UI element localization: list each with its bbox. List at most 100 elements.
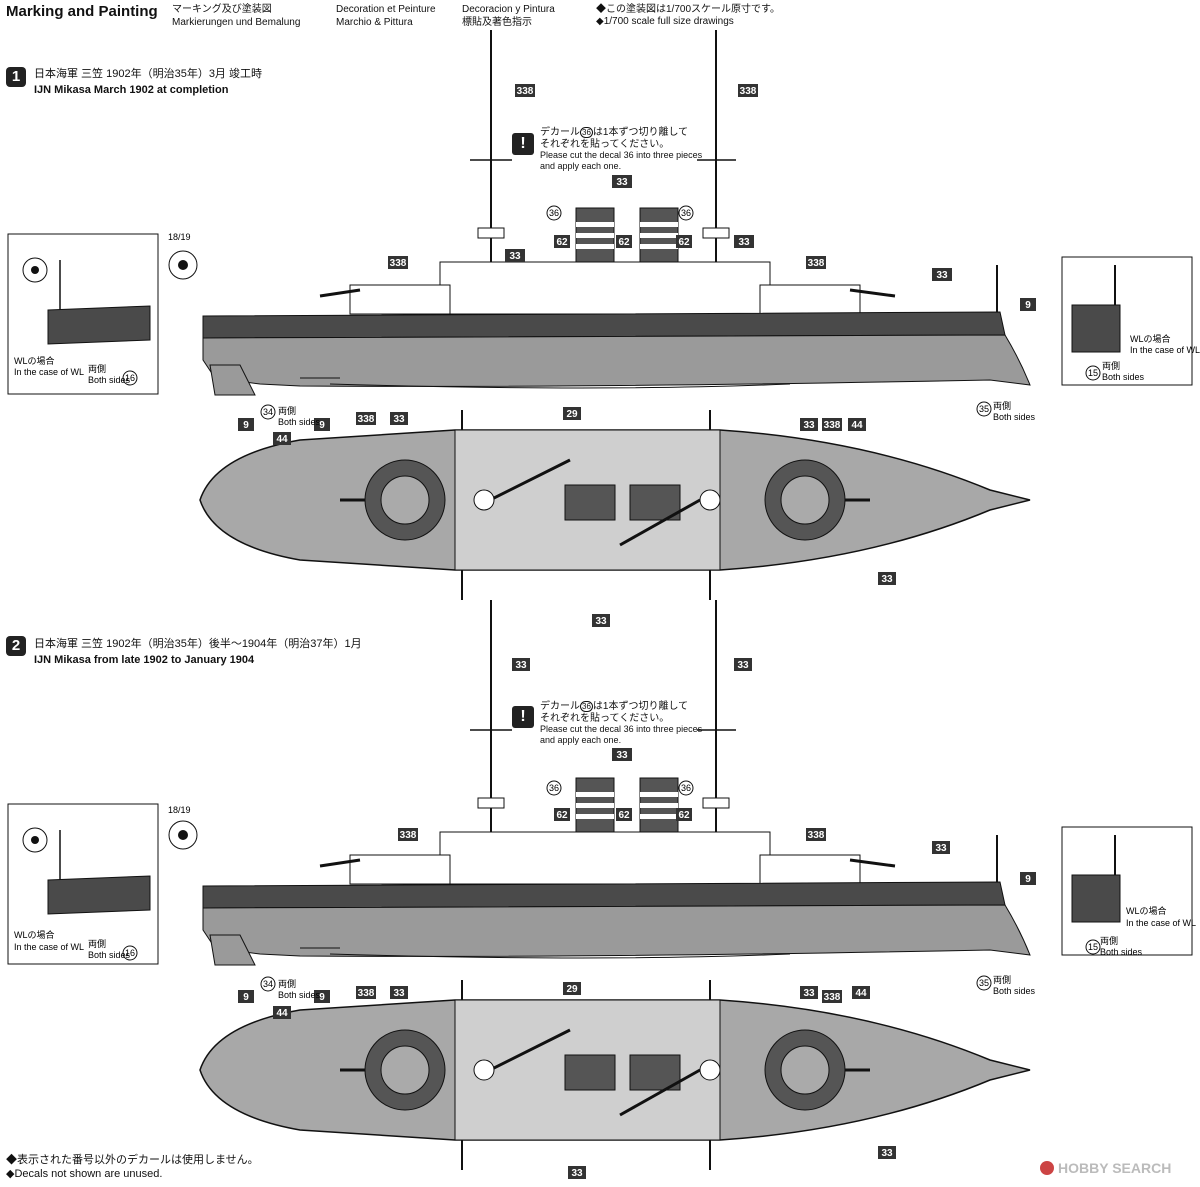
callout-44: 44 xyxy=(851,420,863,431)
svg-text:In the case of WL: In the case of WL xyxy=(14,367,84,377)
decal-note-2-ja2: それぞれを貼ってください。 xyxy=(540,713,670,724)
callout-62: 62 xyxy=(556,237,568,248)
scheme-2-title-ja: 日本海軍 三笠 1902年（明治35年）後半～1904年（明治37年）1月 xyxy=(34,638,362,650)
svg-text:WLの場合: WLの場合 xyxy=(1126,905,1167,916)
callout-33: 33 xyxy=(738,237,750,248)
callout-338: 338 xyxy=(808,258,825,269)
scheme-2-inset-right xyxy=(1061,826,1193,956)
svg-text:18/19: 18/19 xyxy=(168,805,191,815)
svg-text:WLの場合: WLの場合 xyxy=(14,929,55,940)
svg-text:36: 36 xyxy=(681,783,691,793)
scheme-1-side-view xyxy=(201,28,1032,397)
callout-44: 44 xyxy=(855,988,867,999)
svg-text:Both sides: Both sides xyxy=(88,375,131,385)
svg-text:Both sides: Both sides xyxy=(88,950,131,960)
callout-33: 33 xyxy=(509,251,521,262)
callout-62: 62 xyxy=(618,810,630,821)
svg-text:34: 34 xyxy=(263,979,273,989)
decal-note-2-en: Please cut the decal 36 into three piece… xyxy=(540,724,703,734)
svg-text:WLの場合: WLの場合 xyxy=(14,355,55,366)
warning-icon: ! xyxy=(512,706,534,728)
callout-33: 33 xyxy=(616,750,628,761)
svg-text:18/19: 18/19 xyxy=(168,232,191,242)
callout-9: 9 xyxy=(243,420,249,431)
callout-29: 29 xyxy=(566,984,578,995)
decal-note-1-en: Please cut the decal 36 into three piece… xyxy=(540,150,703,160)
svg-text:15: 15 xyxy=(1088,368,1098,378)
svg-text:In the case of WL: In the case of WL xyxy=(14,942,84,952)
svg-text:35: 35 xyxy=(979,404,989,414)
callout-44: 44 xyxy=(276,1008,288,1019)
callout-44: 44 xyxy=(276,434,288,445)
svg-text:35: 35 xyxy=(979,978,989,988)
scheme-1-flag-icon xyxy=(168,250,198,280)
scheme-2-number: 2 xyxy=(6,636,26,656)
callout-33: 33 xyxy=(737,660,749,671)
footer-unused-ja: ◆表示された番号以外のデカールは使用しません。 xyxy=(6,1154,259,1166)
scheme-2-side-view xyxy=(201,598,1032,967)
callout-33: 33 xyxy=(935,843,947,854)
callout-33: 33 xyxy=(803,420,815,431)
callout-62: 62 xyxy=(556,810,568,821)
scheme-1-title-en: IJN Mikasa March 1902 at completion xyxy=(34,84,229,96)
callout-9: 9 xyxy=(1025,874,1031,885)
title-ja: マーキング及び塗装図 xyxy=(172,4,272,15)
callout-338: 338 xyxy=(358,414,375,425)
svg-text:Both sides: Both sides xyxy=(278,417,321,427)
scale-note-en: ◆1/700 scale full size drawings xyxy=(596,16,734,27)
scheme-1-title-ja: 日本海軍 三笠 1902年（明治35年）3月 竣工時 xyxy=(34,68,262,80)
callout-338: 338 xyxy=(517,86,534,97)
svg-text:両側: 両側 xyxy=(88,363,106,374)
callout-33: 33 xyxy=(803,988,815,999)
callout-338: 338 xyxy=(390,258,407,269)
callout-62: 62 xyxy=(678,810,690,821)
decal-note-1-ja2: それぞれを貼ってください。 xyxy=(540,139,670,150)
callout-338: 338 xyxy=(740,86,757,97)
svg-text:両側: 両側 xyxy=(993,400,1011,411)
svg-text:36: 36 xyxy=(549,783,559,793)
svg-text:15: 15 xyxy=(1088,942,1098,952)
svg-text:In the case of WL: In the case of WL xyxy=(1130,345,1200,355)
scheme-1-inset-right xyxy=(1061,256,1193,386)
callout-33: 33 xyxy=(393,414,405,425)
svg-text:34: 34 xyxy=(263,407,273,417)
svg-text:16: 16 xyxy=(125,373,135,383)
scheme-2-flag-icon xyxy=(168,820,198,850)
svg-text:Both sides: Both sides xyxy=(1102,372,1145,382)
callout-9: 9 xyxy=(319,992,325,1003)
svg-text:Both sides: Both sides xyxy=(993,412,1036,422)
title-it: Marchio & Pittura xyxy=(336,17,413,28)
decal-note-1-en2: and apply each one. xyxy=(540,161,622,171)
svg-text:In the case of WL: In the case of WL xyxy=(1126,918,1196,928)
circled-labels: 36 36 36 36 34 34 35 35 16 16 15 15 18/1… xyxy=(14,205,1200,1000)
title-en: Marking and Painting xyxy=(6,3,158,20)
scale-note-ja: ◆この塗装図は1/700スケール原寸です。 xyxy=(596,4,781,15)
callout-33: 33 xyxy=(936,270,948,281)
scheme-2-title-en: IJN Mikasa from late 1902 to January 190… xyxy=(34,654,255,666)
svg-text:両側: 両側 xyxy=(993,974,1011,985)
svg-text:Both sides: Both sides xyxy=(278,990,321,1000)
svg-text:両側: 両側 xyxy=(1100,935,1118,946)
callout-33: 33 xyxy=(881,1148,893,1159)
callout-29: 29 xyxy=(566,409,578,420)
hobby-logo-icon xyxy=(1040,1161,1054,1175)
callout-9: 9 xyxy=(243,992,249,1003)
decal-note-2-en2: and apply each one. xyxy=(540,735,622,745)
callout-33: 33 xyxy=(515,660,527,671)
scheme-1-top-view xyxy=(198,408,1032,602)
title-de: Markierungen und Bemalung xyxy=(172,17,301,28)
callout-33: 33 xyxy=(393,988,405,999)
watermark: HOBBY SEARCH xyxy=(1040,1160,1171,1176)
scheme-2-callouts: 33 33 33 62 62 62 338 338 33 9 9 9 29 44… xyxy=(238,658,1036,1179)
svg-text:両側: 両側 xyxy=(278,405,296,416)
warning-icon: ! xyxy=(512,133,534,155)
callout-9: 9 xyxy=(1025,300,1031,311)
callout-338: 338 xyxy=(358,988,375,999)
svg-text:両側: 両側 xyxy=(88,938,106,949)
svg-text:WLの場合: WLの場合 xyxy=(1130,333,1171,344)
title-fr: Decoration et Peinture xyxy=(336,4,436,15)
